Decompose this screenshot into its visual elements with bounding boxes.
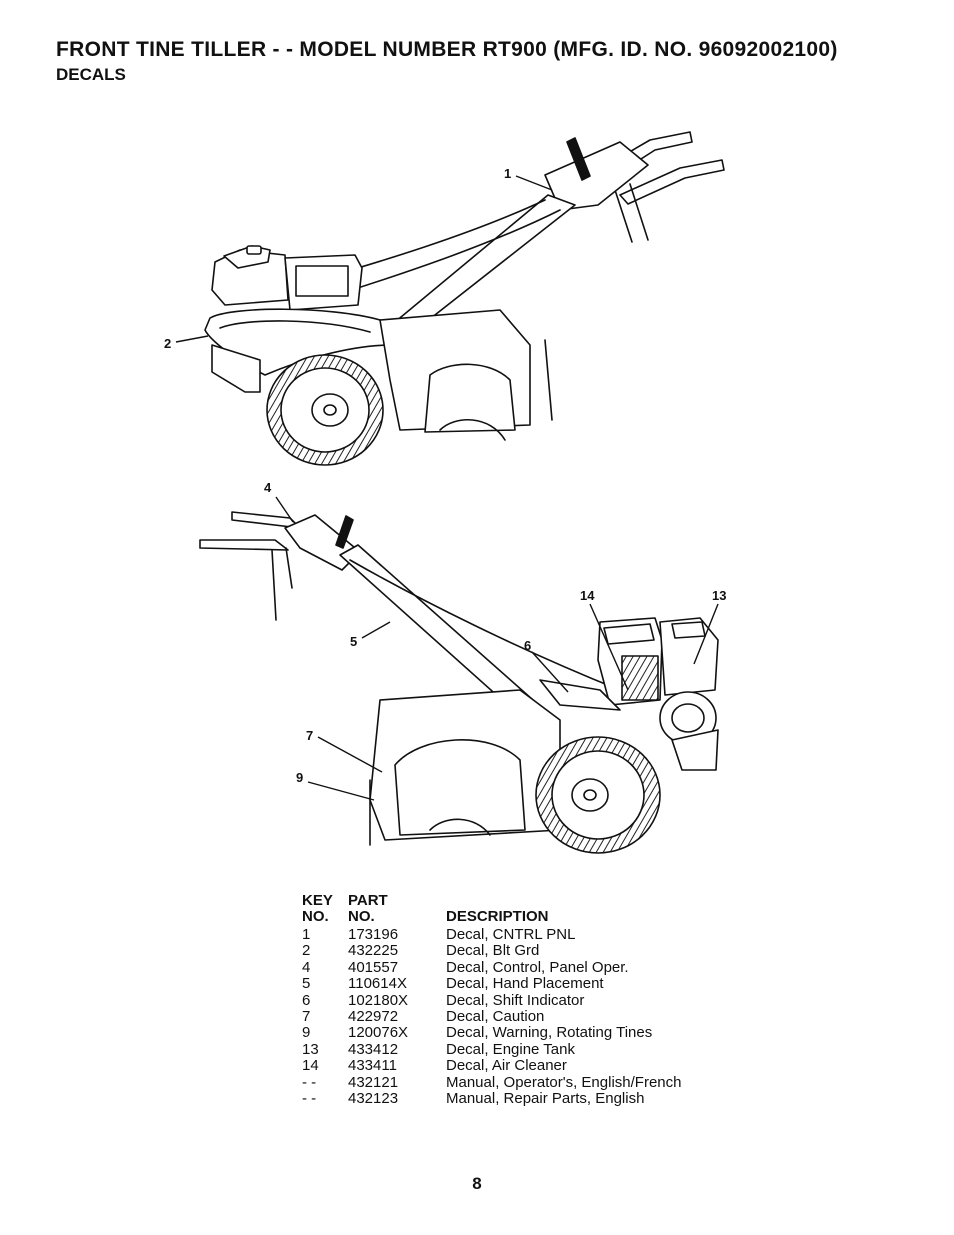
part-no: 433412 (348, 1040, 399, 1058)
part-description: Decal, Control, Panel Oper. (446, 958, 629, 976)
part-description: Decal, Blt Grd (446, 942, 540, 960)
key-no: 5 (302, 975, 311, 993)
key-no: 13 (302, 1040, 319, 1058)
part-no: 173196 (348, 926, 399, 943)
callout-leaders (175, 175, 719, 801)
callout-7: 7 (306, 728, 313, 743)
key-no: 2 (302, 942, 311, 960)
callout-1: 1 (504, 166, 511, 181)
header-part-line2: NO. (348, 908, 375, 926)
part-no: 401557 (348, 958, 399, 976)
page-number: 8 (472, 1174, 482, 1193)
key-no: 14 (302, 1057, 319, 1075)
key-no: 7 (302, 1007, 311, 1025)
key-no: 1 (302, 926, 311, 943)
part-no: 432225 (348, 942, 399, 960)
key-no: 4 (302, 958, 311, 976)
callout-5: 5 (350, 634, 357, 649)
callout-14: 14 (580, 588, 595, 603)
part-description: Manual, Operator's, English/French (446, 1073, 682, 1091)
part-description: Decal, Air Cleaner (446, 1057, 567, 1075)
section-subtitle: DECALS (56, 65, 126, 84)
part-description: Manual, Repair Parts, English (446, 1089, 645, 1107)
part-description: Decal, CNTRL PNL (446, 926, 576, 943)
part-description: Decal, Engine Tank (446, 1040, 575, 1058)
part-description: Decal, Warning, Rotating Tines (446, 1024, 653, 1042)
part-description: Decal, Shift Indicator (446, 991, 585, 1009)
key-no: 9 (302, 1024, 311, 1042)
callout-4: 4 (264, 480, 272, 495)
header-key-line2: NO. (302, 908, 329, 926)
part-no: 432121 (348, 1073, 399, 1091)
header-description: DESCRIPTION (446, 908, 549, 926)
header-key-line1: KEY (302, 892, 333, 909)
page-title: FRONT TINE TILLER - - MODEL NUMBER RT900… (56, 38, 838, 61)
tiller-bottom-view (199, 511, 719, 854)
part-no: 102180X (348, 991, 409, 1009)
callout-13: 13 (712, 588, 726, 603)
part-no: 422972 (348, 1007, 399, 1025)
part-description: Decal, Caution (446, 1007, 545, 1025)
callout-2: 2 (164, 336, 171, 351)
key-no: - - (302, 1089, 317, 1107)
part-no: 433411 (348, 1057, 397, 1075)
key-no: 6 (302, 991, 311, 1009)
part-description: Decal, Hand Placement (446, 975, 604, 993)
part-no: 120076X (348, 1024, 409, 1042)
part-no: 432123 (348, 1089, 399, 1107)
callout-6: 6 (524, 638, 531, 653)
callout-9: 9 (296, 770, 303, 785)
part-no: 110614X (348, 975, 407, 993)
header-part-line1: PART (348, 892, 388, 909)
key-no: - - (302, 1073, 317, 1091)
tiller-top-view (204, 131, 725, 466)
